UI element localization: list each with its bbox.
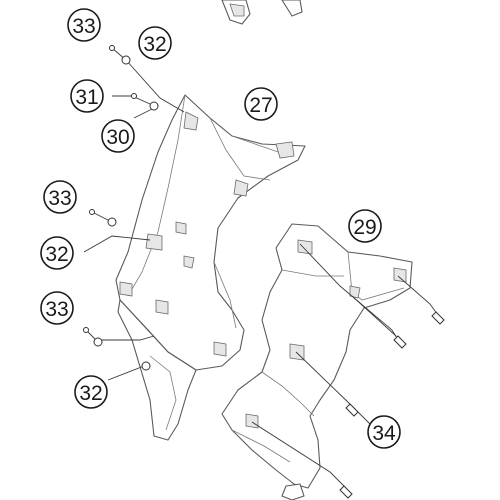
bolt-34a — [393, 335, 407, 349]
callout-label: 33 — [45, 298, 68, 321]
right-cover-panel — [221, 223, 413, 500]
callout-label: 33 — [72, 15, 95, 38]
callout-33-middle: 33 — [43, 180, 77, 214]
callout-label: 32 — [45, 243, 68, 266]
bolts-and-washers — [83, 45, 445, 499]
callout-label: 27 — [249, 94, 272, 117]
callout-32-bottom: 32 — [74, 375, 108, 409]
bolt-34b — [431, 311, 445, 325]
callout-33-bottom: 33 — [40, 291, 74, 325]
bolt-34c — [345, 403, 359, 417]
callout-label: 31 — [75, 86, 98, 109]
callout-label: 34 — [372, 422, 396, 445]
bolt-33a — [109, 45, 115, 51]
callout-33-top: 33 — [67, 8, 101, 42]
bolt-33b — [89, 209, 95, 215]
washer-32c-lower — [141, 361, 151, 371]
washer-32b — [107, 217, 117, 227]
callout-27: 27 — [244, 87, 278, 121]
callout-label: 30 — [106, 126, 129, 149]
bolt-33c — [83, 327, 89, 333]
callout-30: 30 — [101, 119, 135, 153]
bolt-34d — [339, 485, 353, 499]
left-lower-cover — [117, 299, 197, 441]
washer-30 — [149, 101, 159, 111]
callout-32-middle: 32 — [40, 236, 74, 270]
callout-31: 31 — [70, 79, 104, 113]
callout-34: 34 — [367, 415, 401, 449]
callout-32-top: 32 — [138, 26, 172, 60]
callout-label: 29 — [353, 216, 376, 239]
callout-label: 33 — [48, 187, 71, 210]
washer-32a — [121, 55, 131, 65]
top-partial-parts — [221, 0, 303, 25]
bolt-31 — [131, 93, 137, 99]
callout-29: 29 — [348, 209, 382, 243]
left-cover-panel — [115, 94, 306, 371]
callout-label: 32 — [79, 382, 102, 405]
washer-32c-upper — [93, 337, 103, 347]
callout-label: 32 — [143, 33, 166, 56]
